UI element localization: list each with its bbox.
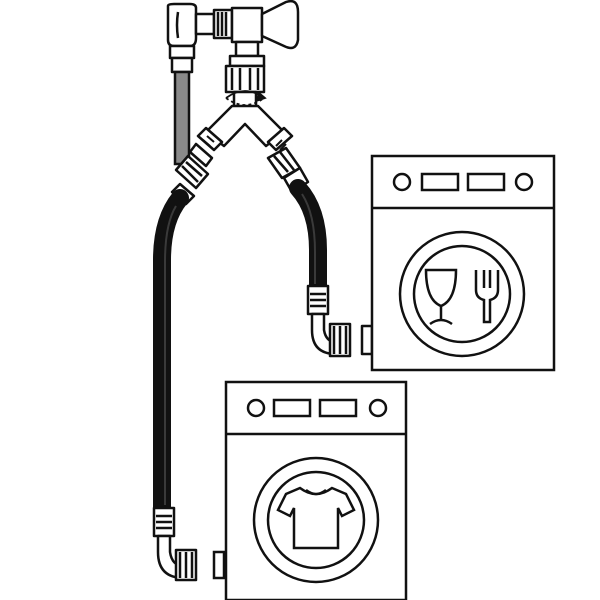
dial-right-icon: [514, 172, 534, 192]
grey-supply-pipe: [173, 70, 191, 166]
dishwasher: [370, 154, 556, 372]
display-left: [272, 398, 312, 418]
display-right: [318, 398, 358, 418]
display-right: [466, 172, 506, 192]
right-hose: [266, 139, 374, 358]
connection-mark-right: [275, 139, 287, 151]
dial-right-icon: [368, 398, 388, 418]
shirt-icon: [276, 486, 356, 550]
glass-and-fork-icon: [424, 268, 500, 326]
dial-left-icon: [392, 172, 412, 192]
wall-valve-icon: [166, 0, 300, 74]
connection-mark-left: [202, 135, 215, 147]
y-splitter-icon: [196, 64, 294, 152]
rotate-arrow-icon: [225, 90, 267, 106]
dial-left-icon: [246, 398, 266, 418]
washing-machine: [224, 380, 408, 600]
display-left: [420, 172, 460, 192]
left-hose: [152, 135, 226, 582]
